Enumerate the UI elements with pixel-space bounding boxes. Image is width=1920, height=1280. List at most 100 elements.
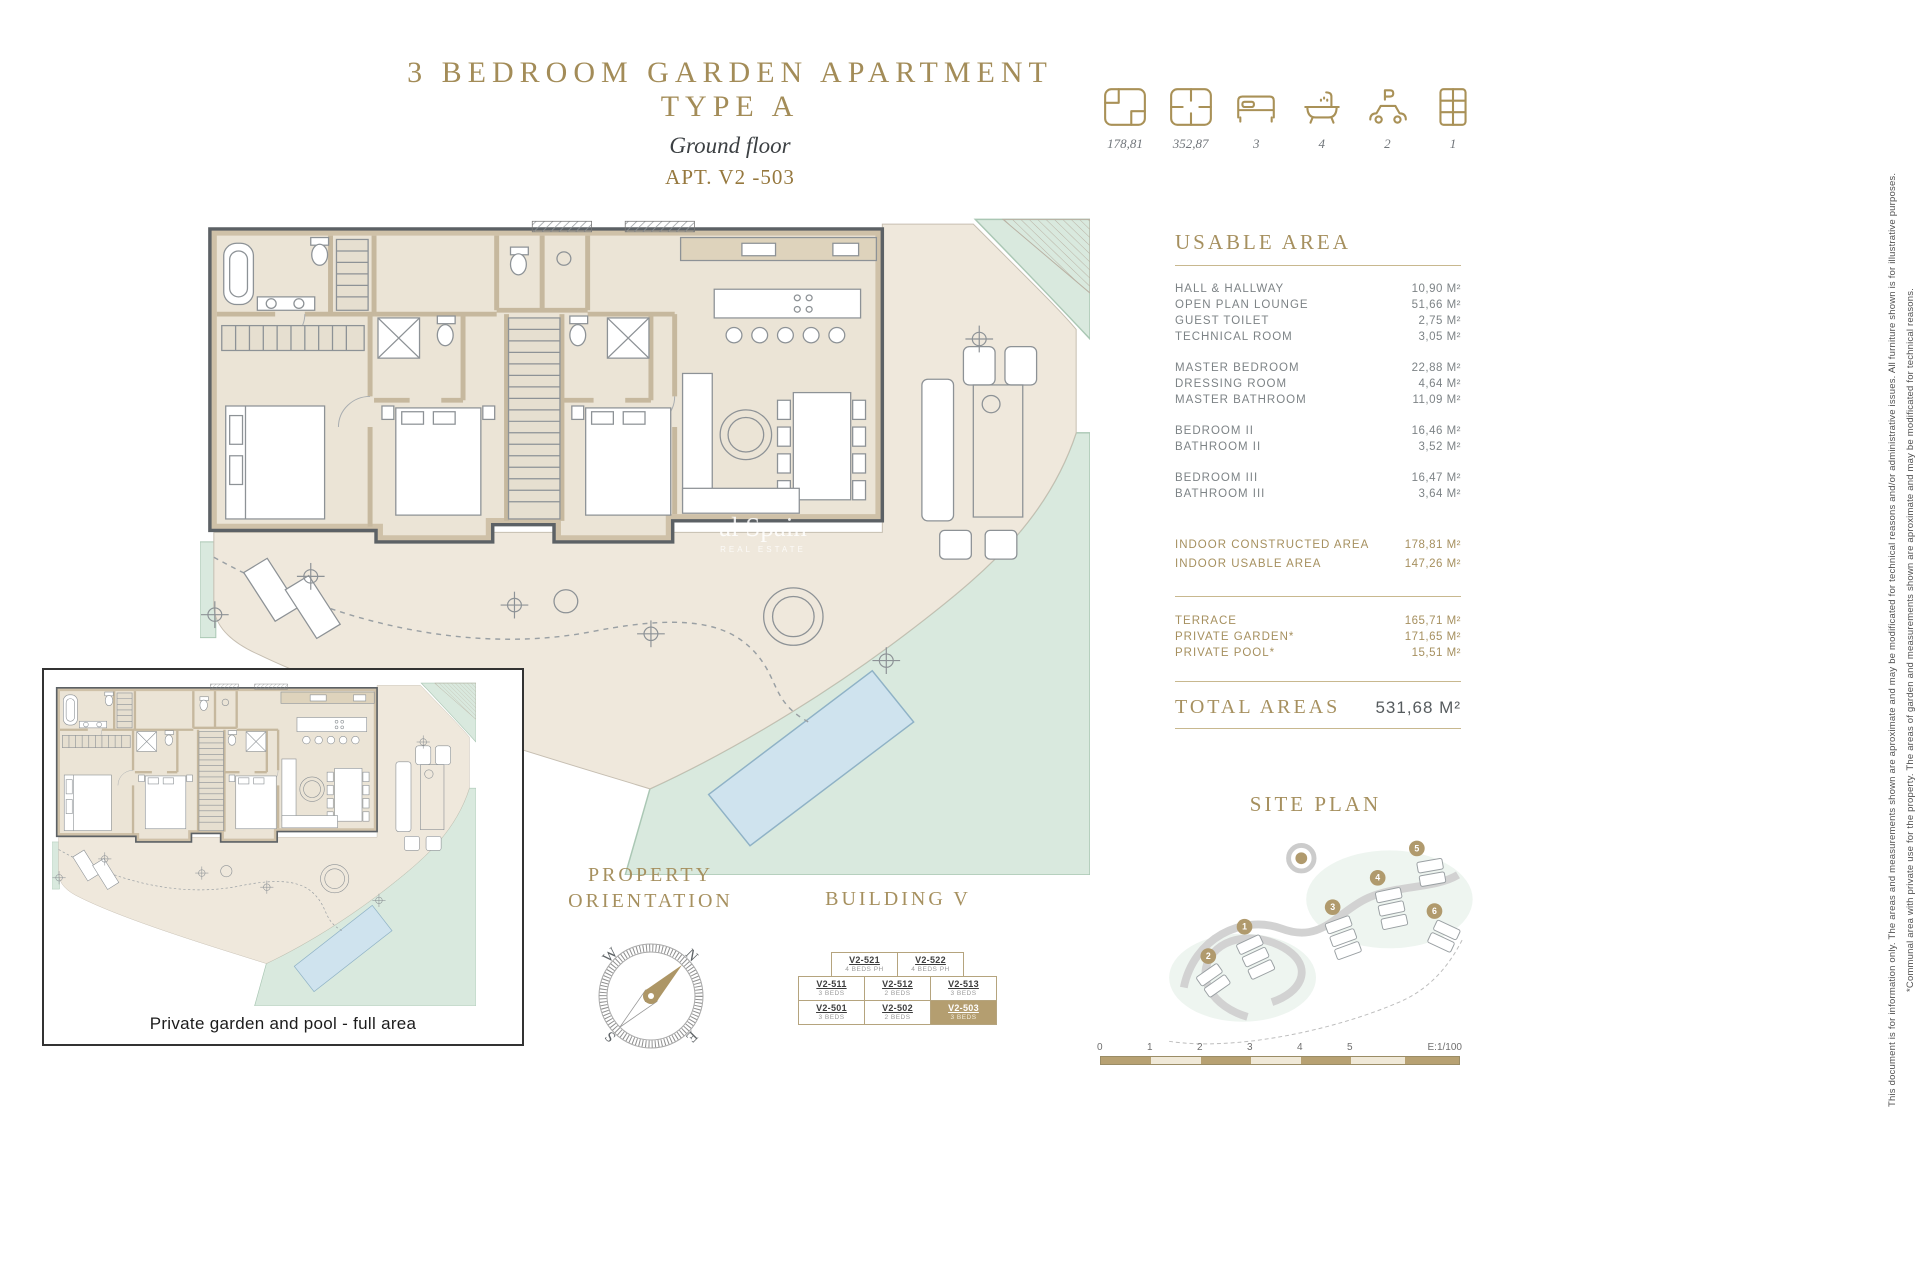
area-label: Open Plan Lounge: [1175, 299, 1309, 311]
area-value: 3,05 M²: [1418, 331, 1461, 343]
divider: [1175, 681, 1461, 682]
total-area-plan-icon: [1169, 88, 1212, 126]
floor-subtitle: Ground floor: [669, 133, 791, 158]
building-v-panel: Building V V2-521 4 BEDS PH V2-522 4 BED…: [786, 888, 1010, 1025]
property-orientation: Property Orientation N E S W: [553, 862, 748, 1071]
unit-cell-v2-502: V2-502 2 BEDS: [864, 1000, 931, 1025]
watermark-tagline: REAL ESTATE: [720, 545, 806, 554]
unit-beds: 3 BEDS: [950, 990, 977, 997]
area-label: Bedroom III: [1175, 472, 1259, 484]
unit-cell-v2-522: V2-522 4 BEDS PH: [897, 952, 964, 977]
usable-area-panel: Usable Area Hall & Hallway10,90 M² Open …: [1175, 230, 1461, 729]
bath-icon: [1304, 91, 1340, 124]
site-marker-1: 1: [1242, 922, 1247, 932]
unit-number: V2-511: [816, 979, 847, 989]
area-row: Guest Toilet 2,75 M²: [1175, 313, 1461, 329]
building-row-first: V2-511 3 BEDS V2-512 2 BEDS V2-513 3 BED…: [786, 976, 1010, 1001]
area-label: Bathroom III: [1175, 488, 1266, 500]
building-row-penthouse: V2-521 4 BEDS PH V2-522 4 BEDS PH: [786, 952, 1010, 977]
area-label: Private Pool*: [1175, 647, 1276, 659]
stat-value: 1: [1449, 136, 1457, 151]
area-value: 10,90 M²: [1411, 283, 1461, 295]
inset-floor-plan: [52, 676, 476, 1006]
scale-tick: 2: [1197, 1042, 1203, 1053]
site-plan-panel: Site Plan 1 2 3 4 5 6: [1148, 792, 1483, 1061]
area-group-living: Hall & Hallway 10,90 M² Open Plan Lounge 5…: [1175, 281, 1461, 345]
area-row: Open Plan Lounge 51,66 M²: [1175, 297, 1461, 313]
unit-beds: 3 BEDS: [950, 1014, 977, 1021]
area-value: 51,66 M²: [1411, 299, 1461, 311]
area-value: 165,71 M²: [1404, 615, 1461, 627]
total-areas: Total Areas 531,68 M²: [1175, 696, 1461, 729]
area-row: Indoor Usable Area147,26 M²: [1175, 555, 1461, 574]
area-label: Master Bathroom: [1175, 394, 1307, 406]
area-label: Technical Room: [1175, 331, 1293, 343]
scale-ratio-label: E:1/100: [1427, 1042, 1462, 1053]
storage-icon: [1439, 88, 1467, 126]
unit-cell-v2-513: V2-513 3 BEDS: [930, 976, 997, 1001]
stat-value: 3: [1252, 136, 1260, 151]
indoor-totals: Indoor Constructed Area 178,81 M² Indoor …: [1175, 536, 1461, 574]
area-group-master: Master Bedroom22,88 M² Dressing Room4,64…: [1175, 360, 1461, 408]
scale-tick: 5: [1347, 1042, 1353, 1053]
unit-number: V2-513: [948, 979, 979, 989]
area-label: Private Garden*: [1175, 631, 1295, 643]
area-value: 16,47 M²: [1411, 472, 1461, 484]
area-row: Private Garden* 171,65 M²: [1175, 629, 1461, 645]
building-unit-table: V2-521 4 BEDS PH V2-522 4 BEDS PH V2-511…: [786, 952, 1010, 1025]
area-row: Private Pool*15,51 M²: [1175, 645, 1461, 661]
stat-storage: 1: [1424, 86, 1482, 152]
area-label: Indoor Constructed Area: [1175, 539, 1370, 551]
area-value: 16,46 M²: [1411, 425, 1461, 437]
scale-tick: 0: [1097, 1042, 1103, 1053]
outdoor-areas: Terrace 165,71 M² Private Garden* 171,65 M…: [1175, 613, 1461, 661]
building-heading: Building V: [825, 888, 971, 910]
unit-cell-v2-501: V2-501 3 BEDS: [798, 1000, 865, 1025]
stat-parking: 2: [1358, 86, 1416, 152]
area-value: 178,81 M²: [1404, 539, 1461, 551]
unit-number: V2-522: [915, 955, 946, 965]
area-label: Hall & Hallway: [1175, 283, 1285, 295]
parking-icon: [1369, 89, 1408, 124]
compass-w: W: [600, 944, 622, 966]
area-label: Guest Toilet: [1175, 315, 1270, 327]
site-marker-6: 6: [1432, 906, 1437, 916]
scale-bar-segments: [1100, 1056, 1460, 1065]
area-value: 2,75 M²: [1418, 315, 1461, 327]
unit-beds: 4 BEDS PH: [911, 966, 950, 973]
unit-beds: 3 BEDS: [818, 990, 845, 997]
inset-caption: Private garden and pool - full area: [149, 1014, 417, 1033]
stat-value: 2: [1384, 136, 1391, 151]
area-label: Terrace: [1175, 615, 1237, 627]
area-value: 171,65 M²: [1404, 631, 1461, 643]
area-label: Bathroom II: [1175, 441, 1262, 453]
unit-number: V2-512: [882, 979, 913, 989]
stat-value: 352,87: [1172, 136, 1209, 151]
area-value: 11,09 M²: [1412, 394, 1461, 406]
stat-bathrooms: 4: [1293, 86, 1351, 152]
unit-beds: 2 BEDS: [884, 990, 911, 997]
scale-tick: 3: [1247, 1042, 1253, 1053]
divider: [1175, 265, 1461, 266]
inset-plan-box: Private garden and pool - full area: [42, 668, 524, 1046]
stat-value: 4: [1318, 136, 1326, 151]
site-marker-4: 4: [1375, 873, 1380, 883]
scale-bar: 0 1 2 3 4 5 E:1/100: [1097, 1042, 1462, 1070]
unit-number: V2-501: [816, 1003, 847, 1013]
area-row: Bedroom III 16,47 M²: [1175, 470, 1461, 486]
stat-value: 178,81: [1107, 136, 1143, 151]
orientation-heading-line1: Property: [587, 864, 714, 886]
stat-indoor-area: 178,81: [1096, 86, 1154, 152]
unit-cell-v2-503-current: V2-503 3 BEDS: [930, 1000, 997, 1025]
unit-beds: 3 BEDS: [818, 1014, 845, 1021]
disclaimer-line-2: *Communal area with private use for the …: [1905, 287, 1916, 993]
divider: [1175, 596, 1461, 597]
stat-bedrooms: 3: [1227, 86, 1285, 152]
watermark: al Spain REAL ESTATE: [678, 512, 848, 554]
site-marker-2: 2: [1205, 951, 1210, 961]
area-label: Dressing Room: [1175, 378, 1288, 390]
